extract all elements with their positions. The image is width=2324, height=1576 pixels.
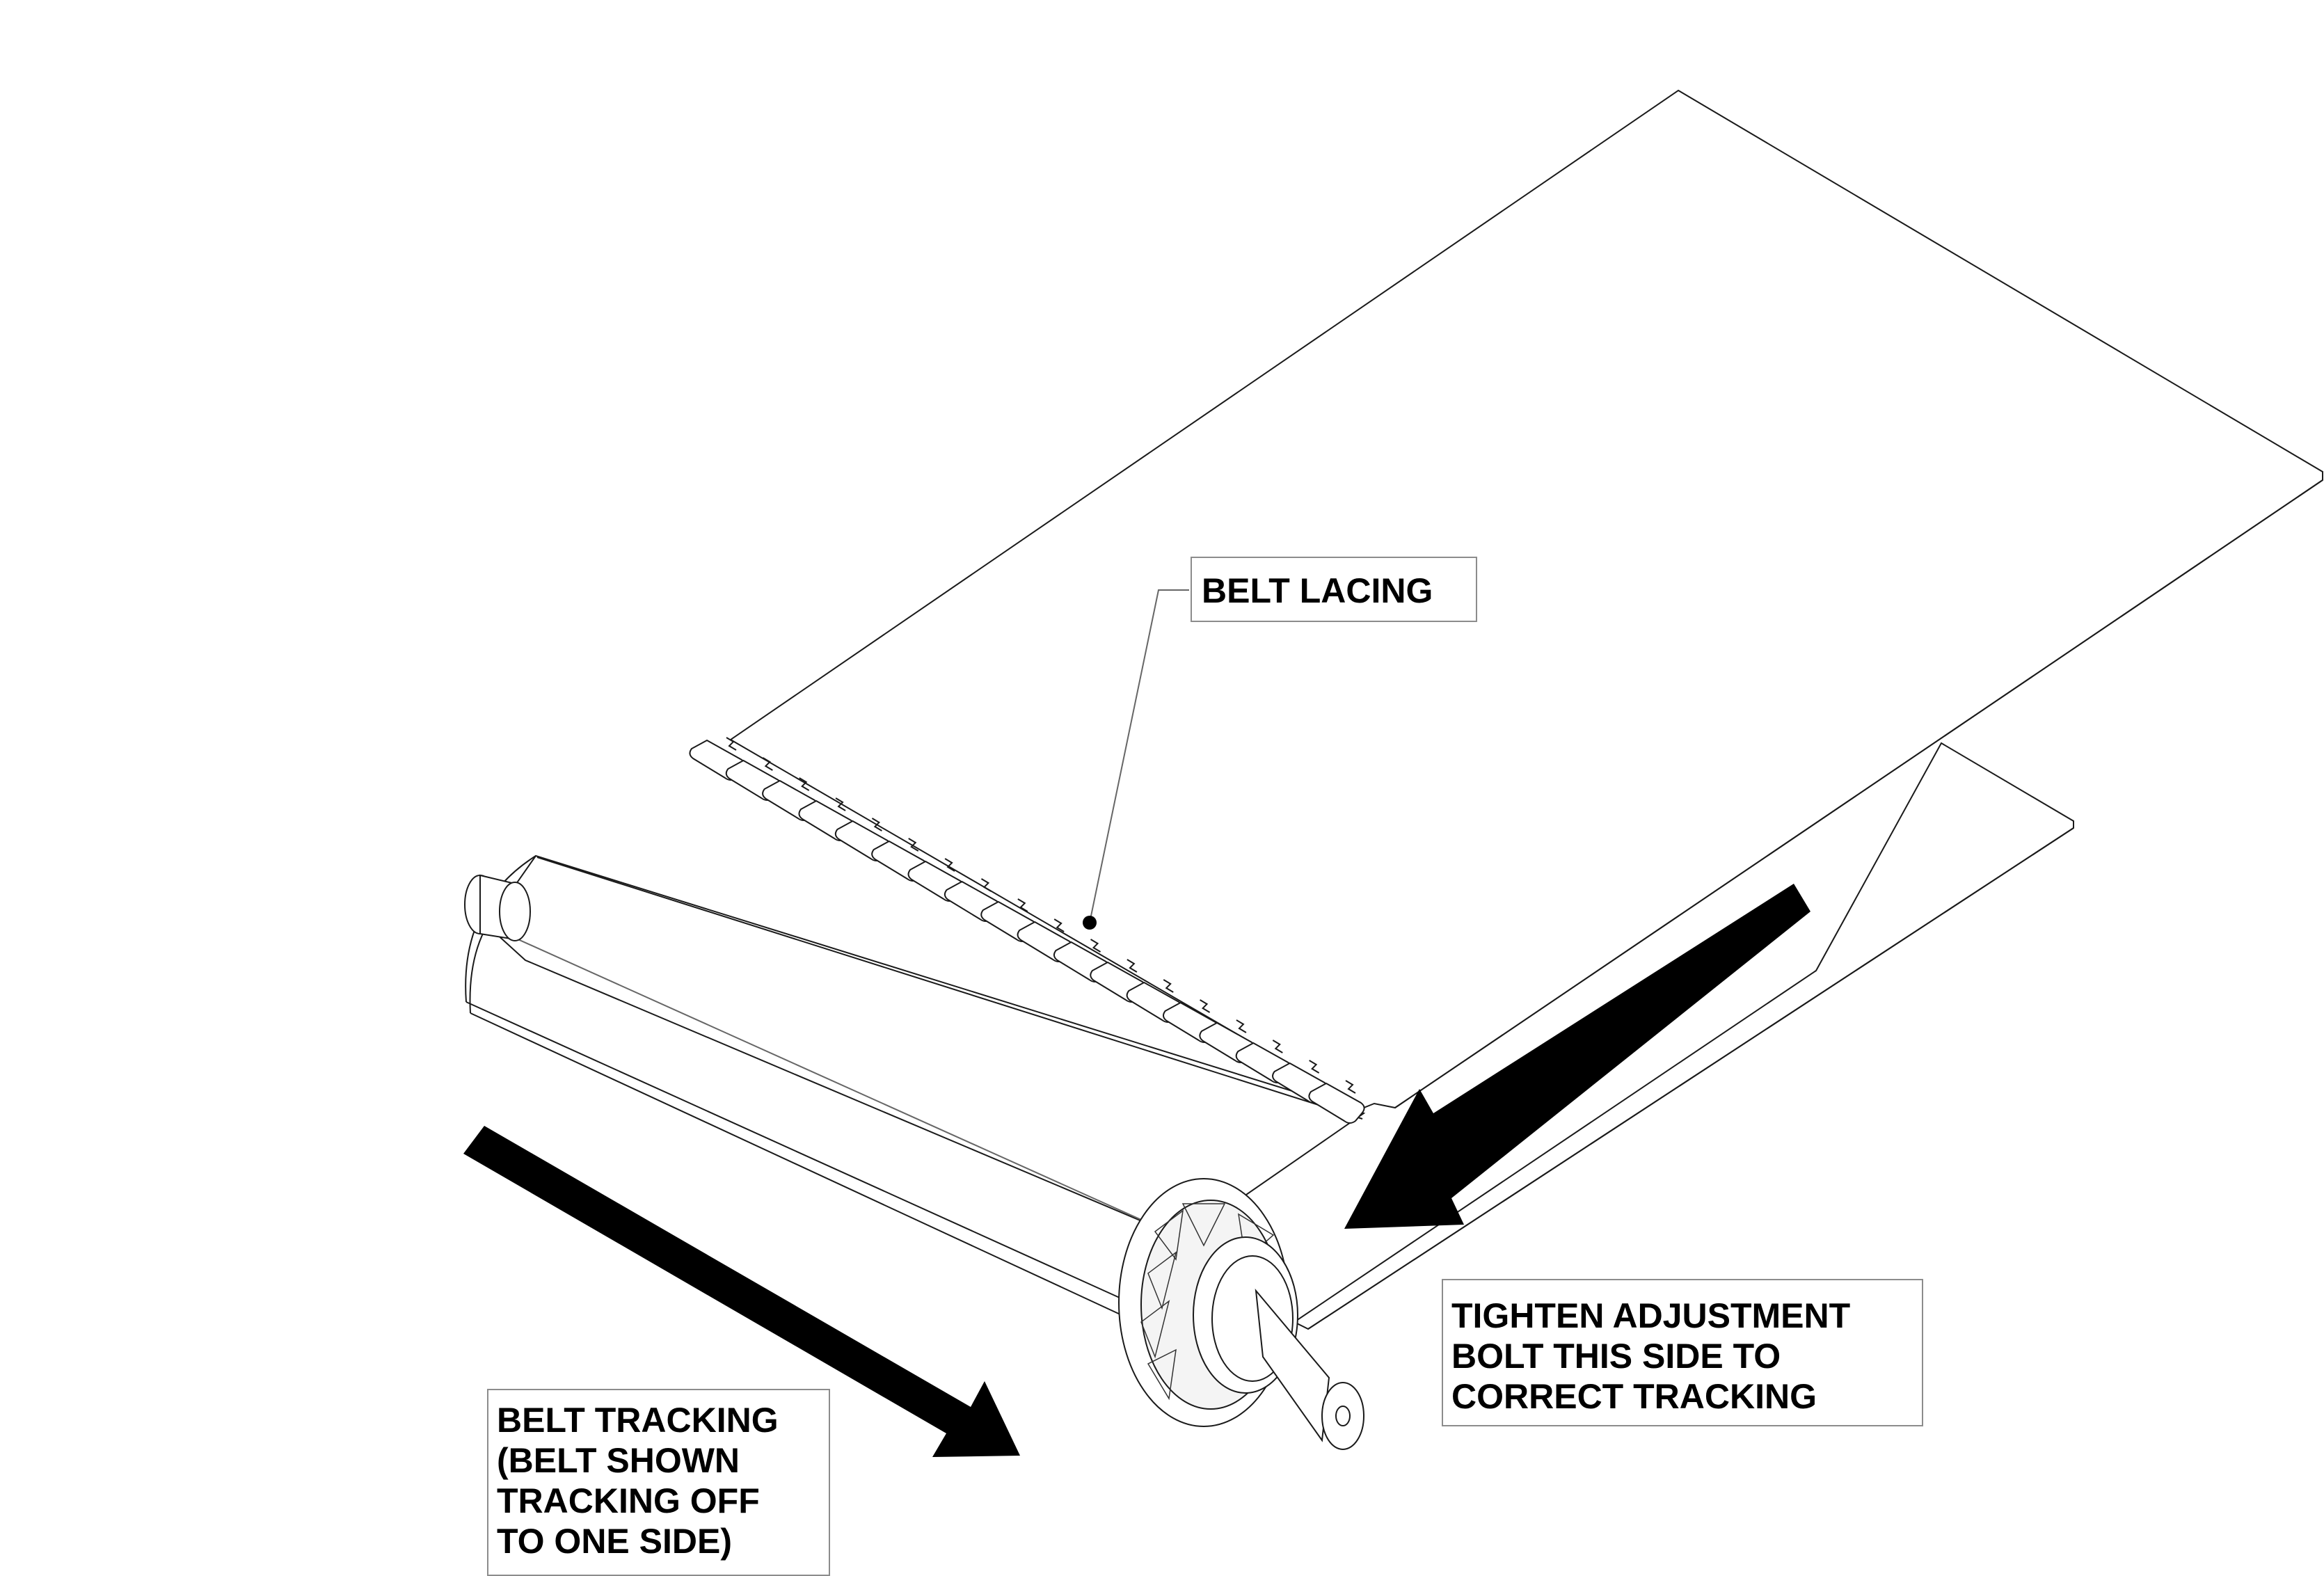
- callout-tracking-line-4: TO ONE SIDE): [497, 1522, 733, 1561]
- callout-belt-tracking: BELT TRACKING (BELT SHOWN TRACKING OFF T…: [487, 1389, 830, 1576]
- lacing-hinge: [726, 737, 737, 751]
- lacing-hinge: [1236, 1019, 1247, 1033]
- roller-end-cap: [1118, 1178, 1364, 1450]
- lacing-clip: [1308, 1082, 1365, 1124]
- lacing-hinge: [799, 777, 810, 791]
- roller-left-shaft: [464, 874, 531, 941]
- lacing-hinge: [944, 858, 955, 872]
- arrow-belt-direction: [1344, 884, 1810, 1229]
- callout-belt-lacing: BELT LACING: [1191, 557, 1477, 622]
- lacing-hinge: [1163, 979, 1174, 993]
- lacing-hinge: [871, 818, 882, 831]
- lacing-hinge: [1345, 1080, 1356, 1094]
- callout-tighten-adjustment: TIGHTEN ADJUSTMENT BOLT THIS SIDE TO COR…: [1442, 1279, 1923, 1426]
- lacing-hinge: [762, 757, 773, 771]
- lacing-hinge: [835, 797, 846, 811]
- lacing-hinge: [908, 838, 919, 852]
- arrow-belt-tracking: [463, 1126, 1020, 1457]
- lacing-leader: [1083, 589, 1189, 930]
- callout-tighten-line-1: TIGHTEN ADJUSTMENT: [1451, 1296, 1851, 1335]
- callout-tracking-line-1: BELT TRACKING: [497, 1401, 779, 1440]
- lacing-hinge: [1127, 959, 1138, 973]
- callout-tracking-line-3: TRACKING OFF: [497, 1481, 760, 1520]
- lacing-hinge: [1309, 1060, 1320, 1074]
- lacing-hinge: [1090, 939, 1101, 953]
- callout-tighten-line-3: CORRECT TRACKING: [1451, 1377, 1817, 1416]
- lacing-hinge: [1053, 918, 1065, 932]
- callout-belt-lacing-line: BELT LACING: [1202, 571, 1433, 610]
- upper-belt: [729, 89, 2323, 1109]
- lacing-hinge: [980, 878, 992, 892]
- lacing-leader-dot: [1083, 916, 1097, 930]
- lacing-hinge: [1272, 1040, 1283, 1053]
- lacing-hinge: [1200, 999, 1211, 1013]
- callout-tighten-line-2: BOLT THIS SIDE TO: [1451, 1337, 1781, 1376]
- lacing-hinge: [1017, 898, 1028, 912]
- callout-tracking-line-2: (BELT SHOWN: [497, 1441, 740, 1480]
- return-belt: [1293, 742, 2074, 1330]
- belt-lacing: [689, 737, 1365, 1124]
